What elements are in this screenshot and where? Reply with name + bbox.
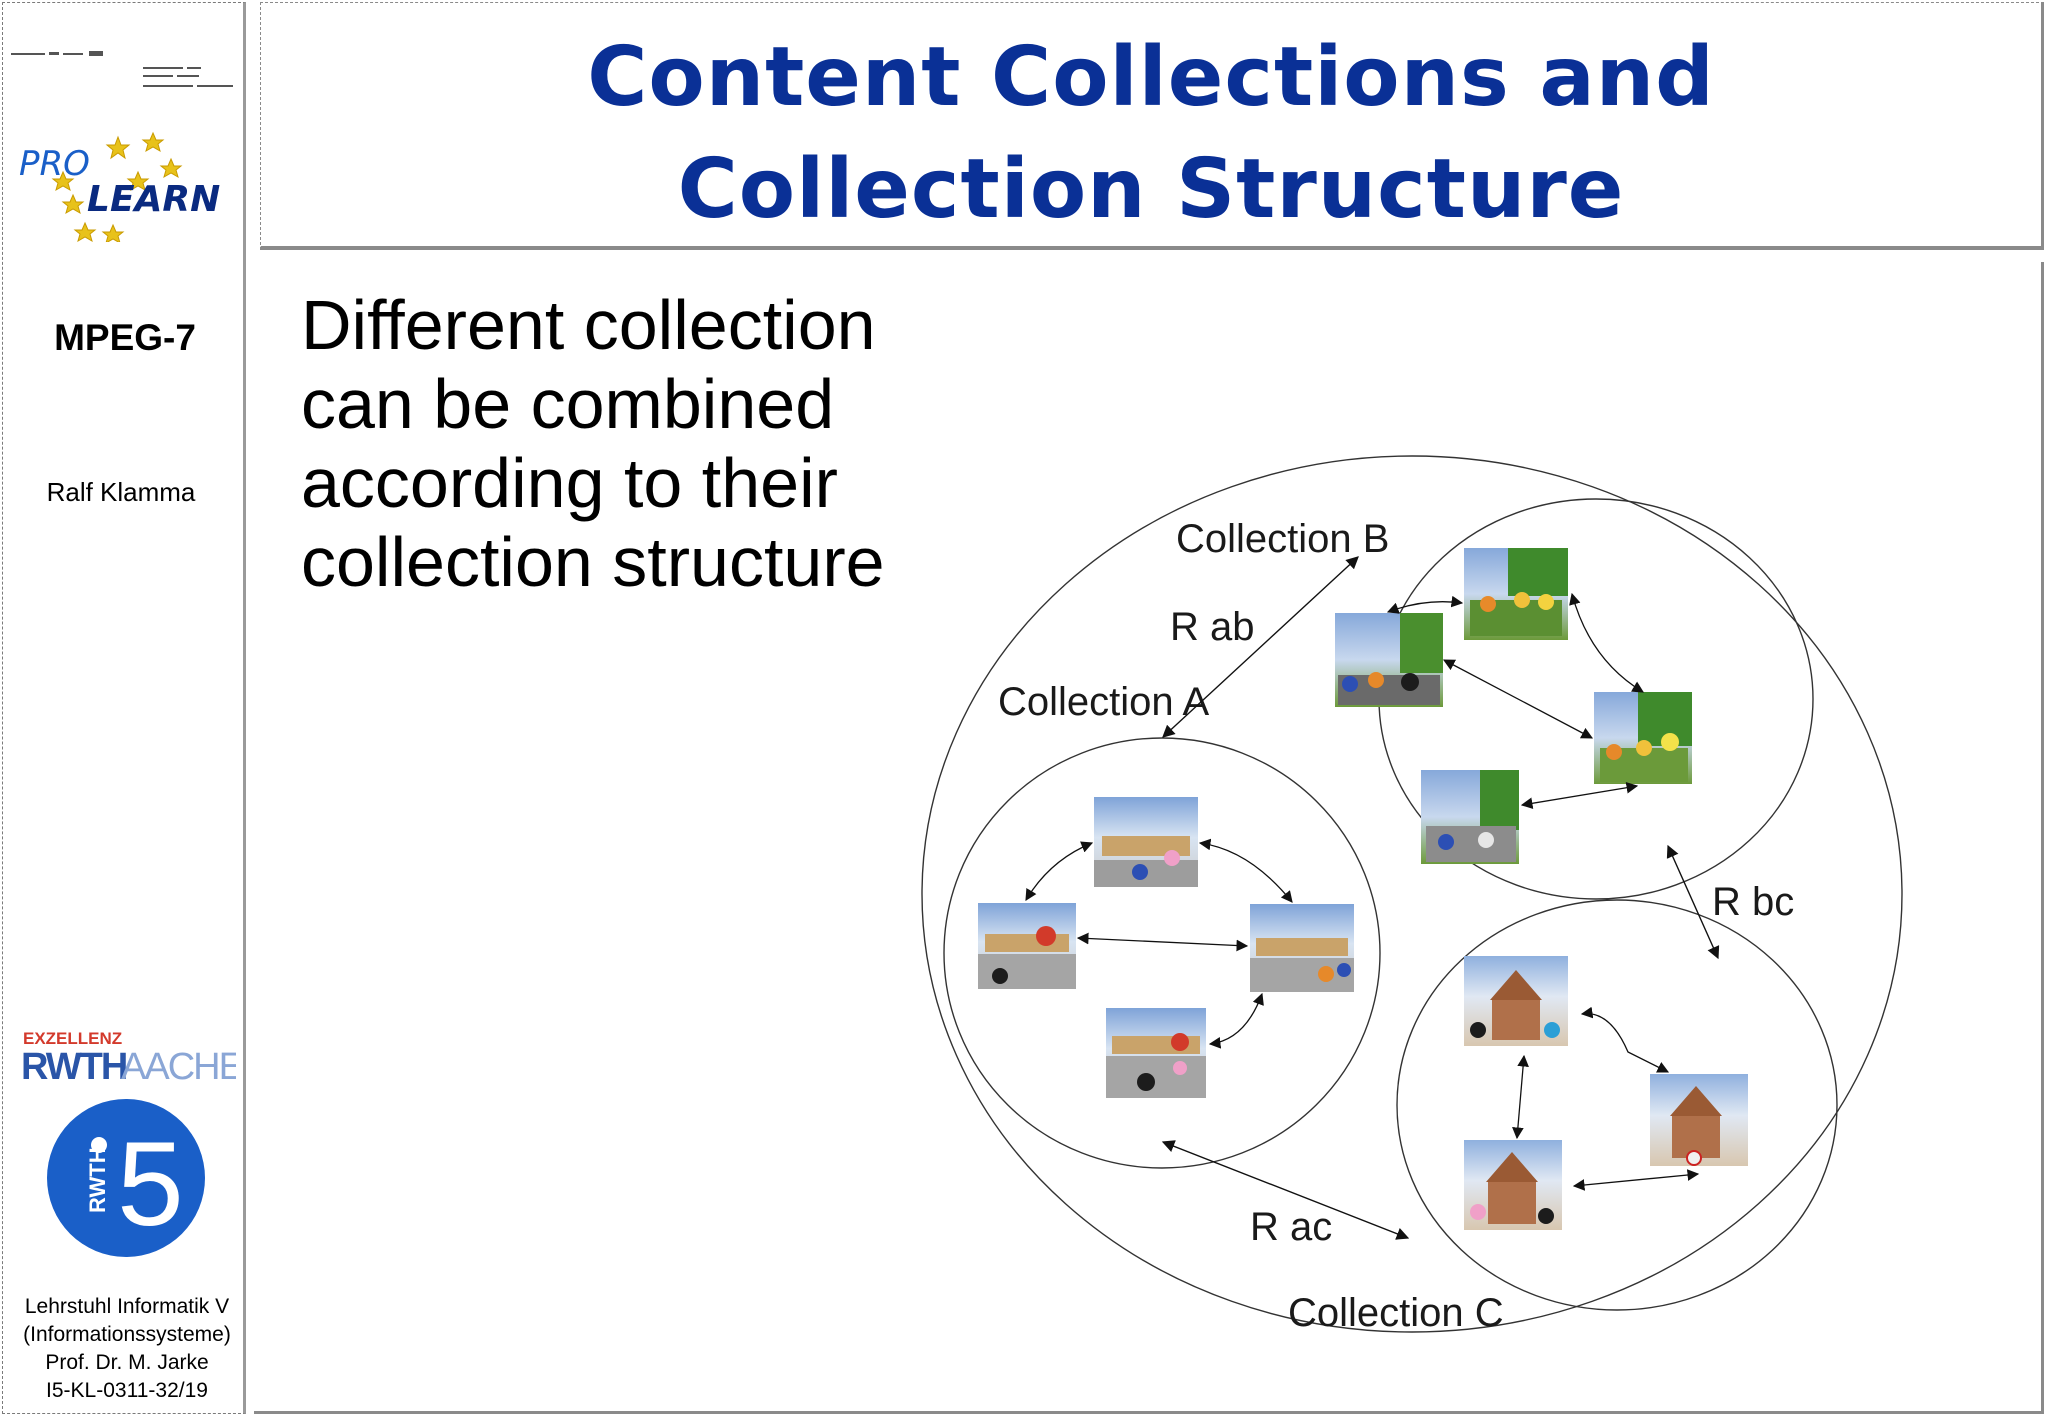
arrow-b2-b3 xyxy=(1442,659,1594,739)
footer-line: Prof. Dr. M. Jarke xyxy=(45,1351,209,1374)
body-line: collection structure xyxy=(301,523,885,601)
prolearn-pro-text: PRO xyxy=(19,144,90,184)
body-line: Different collection xyxy=(301,286,876,364)
arrow-c3-c2 xyxy=(1572,1169,1700,1191)
sidebar-topic: MPEG-7 xyxy=(54,317,196,358)
i5-vertical-text: RWTH xyxy=(85,1147,110,1213)
prolearn-learn-text: LEARN xyxy=(87,179,220,220)
body-text: Different collection can be combined acc… xyxy=(301,286,1001,602)
thumbnail-c1 xyxy=(1464,956,1568,1046)
i5-number-text: 5 xyxy=(117,1117,184,1251)
body-line: according to their xyxy=(301,444,838,522)
thumbnail-b1 xyxy=(1464,548,1568,640)
thumbnail-a1 xyxy=(1094,797,1198,887)
rel-ab-label: R ab xyxy=(1170,605,1255,649)
thumbnail-c3 xyxy=(1464,1140,1562,1230)
arrow-b4-b3 xyxy=(1520,781,1639,810)
collection-b-label: Collection B xyxy=(1176,517,1389,561)
arrow-a1-a3 xyxy=(1198,838,1293,903)
body-line: can be combined xyxy=(301,365,835,443)
thumbnail-a2 xyxy=(978,903,1076,989)
rwth-city-text: AACHEN xyxy=(121,1046,236,1083)
title-line-2: Collection Structure xyxy=(677,142,1625,237)
rwth-main-text: RWTH xyxy=(21,1046,126,1083)
collection-c-circle xyxy=(1396,899,1838,1311)
footer-line: Lehrstuhl Informatik V xyxy=(24,1295,230,1318)
arrow-b2-b1 xyxy=(1386,595,1464,614)
thumbnail-b3 xyxy=(1594,692,1692,784)
sidebar-footer: Lehrstuhl Informatik V (Informationssyst… xyxy=(3,1293,251,1405)
thumbnail-a4 xyxy=(1106,1008,1206,1098)
title-line-1: Content Collections and xyxy=(587,30,1715,125)
collection-diagram: Collection B R ab Collection A R bc R ac… xyxy=(921,455,1903,1335)
outer-collection-circle xyxy=(921,455,1903,1333)
collection-c-label: Collection C xyxy=(1288,1291,1504,1335)
thumbnail-a3 xyxy=(1250,904,1354,992)
arrow-c1-c3 xyxy=(1512,1054,1529,1140)
footer-line: I5-KL-0311-32/19 xyxy=(46,1379,208,1402)
sidebar: PRO LEARN MPEG-7 Ralf Klamma EXZELLENZ R… xyxy=(2,2,246,1414)
prolearn-logo: PRO LEARN xyxy=(19,131,220,242)
thumbnail-b2 xyxy=(1335,613,1443,707)
rel-bc-label: R bc xyxy=(1712,880,1794,924)
content-frame xyxy=(254,262,2044,1414)
arrow-a2-a3 xyxy=(1076,932,1249,952)
fine-print-header xyxy=(11,51,233,87)
i5-logo: RWTH 5 xyxy=(47,1099,205,1257)
slide-title: Content Collections and Collection Struc… xyxy=(260,2,2044,250)
collection-a-label: Collection A xyxy=(998,680,1210,724)
rel-bc-arrow xyxy=(1666,844,1720,960)
footer-line: (Informationssysteme) xyxy=(23,1323,231,1346)
rel-ac-arrow xyxy=(1161,1140,1410,1240)
thumbnail-b4 xyxy=(1421,770,1519,864)
arrow-a1-a2 xyxy=(1025,841,1094,902)
rel-ab-arrow xyxy=(1162,556,1359,738)
rwth-exzellenz-text: EXZELLENZ xyxy=(23,1029,122,1048)
thumbnail-c2 xyxy=(1650,1074,1748,1166)
arrow-a3-a4 xyxy=(1208,992,1264,1049)
rwth-aachen-logo: EXZELLENZ RWTH AACHEN xyxy=(21,1029,236,1083)
rel-ac-label: R ac xyxy=(1250,1205,1332,1249)
arrow-c1-c2 xyxy=(1580,1006,1670,1073)
arrow-b1-b3 xyxy=(1569,592,1645,693)
sidebar-author: Ralf Klamma xyxy=(46,477,196,507)
